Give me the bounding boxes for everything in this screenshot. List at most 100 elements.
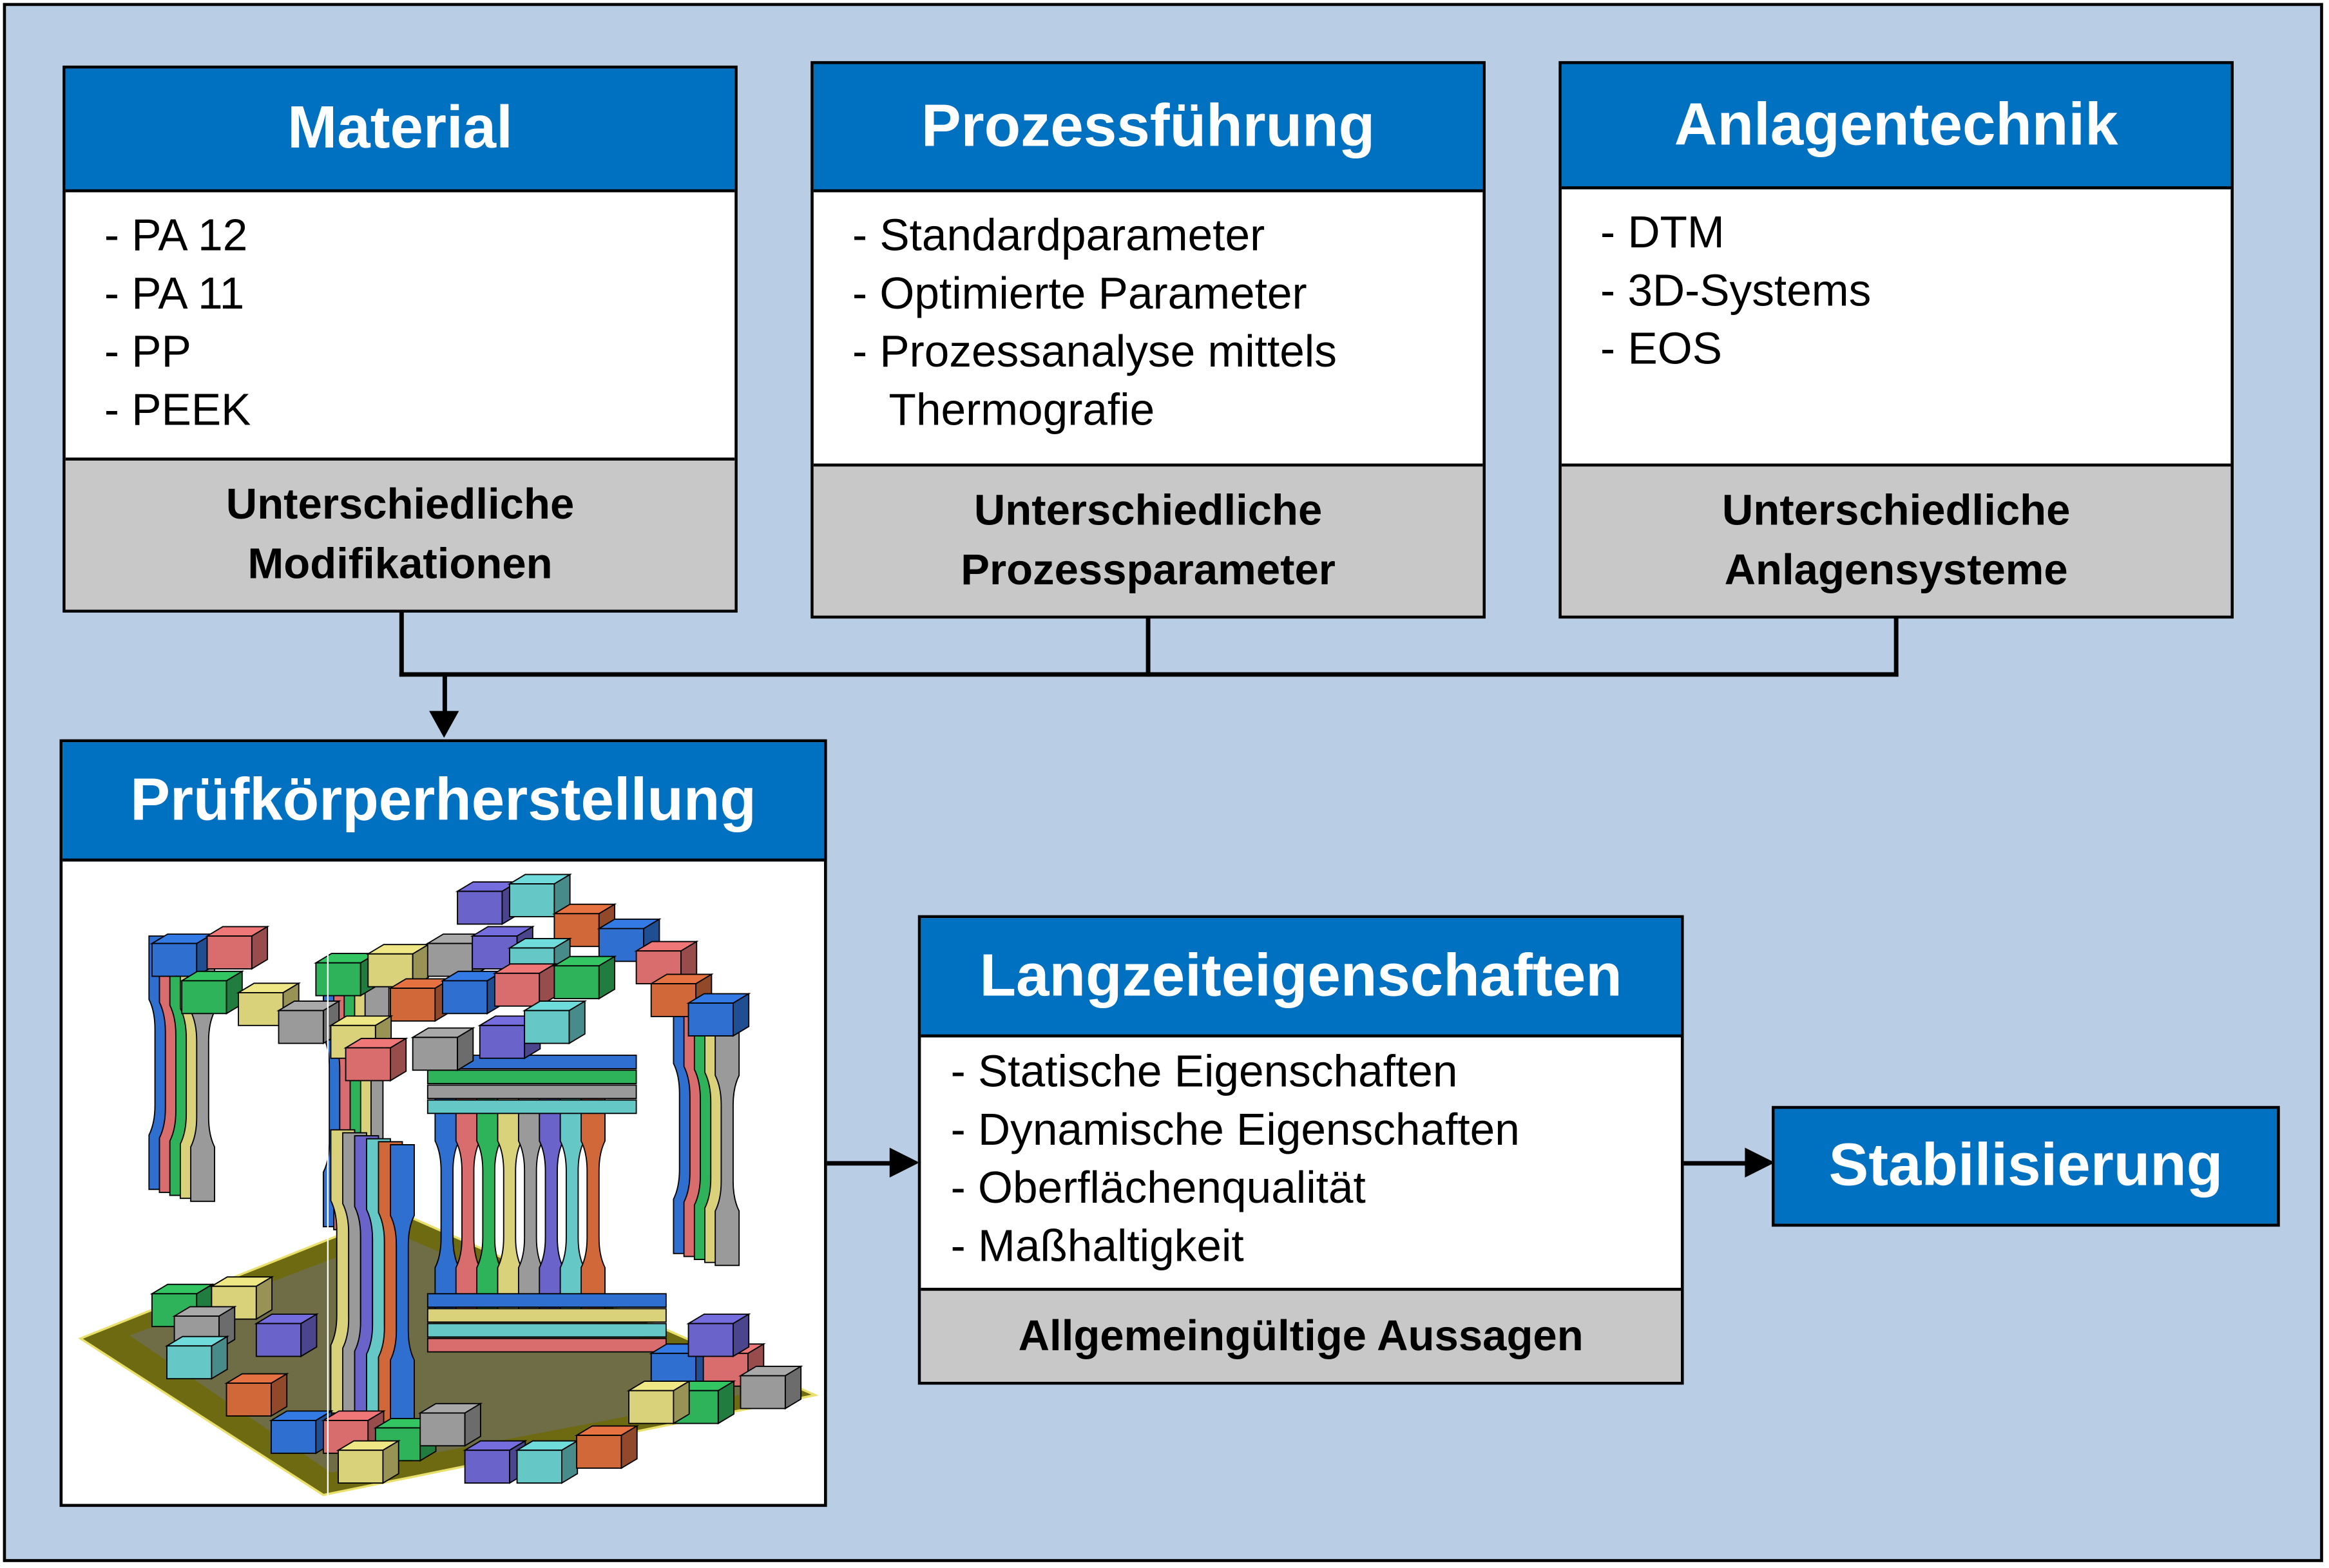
connector-line: [1893, 617, 1899, 677]
langzeit-box: Langzeiteigenschaften - Statische Eigens…: [917, 915, 1684, 1385]
list-item: - Optimierte Parameter: [852, 269, 1307, 320]
list-item: - Statische Eigenschaften: [950, 1047, 1458, 1097]
specimen-cube: [271, 1372, 288, 1417]
prozess-box: Prozessführung - Standardparameter - Opt…: [810, 61, 1486, 619]
tensile-bar-horizontal: [427, 1293, 667, 1308]
arrow-right-icon: [1745, 1147, 1775, 1178]
specimen-cube: [238, 991, 284, 1026]
specimen-cube: [442, 980, 488, 1015]
specimen-cube: [345, 1047, 391, 1082]
arrow-down-icon: [429, 711, 459, 738]
specimen-cube: [390, 1037, 407, 1082]
list-item: - EOS: [1600, 325, 1722, 374]
anlage-footer: Unterschiedliche Anlagensysteme: [1561, 463, 2231, 616]
arrow-line: [1682, 1161, 1749, 1166]
tensile-bar-horizontal: [427, 1337, 667, 1353]
list-item: - Standardparameter: [852, 211, 1265, 261]
specimen-cube: [278, 1009, 324, 1044]
footer-line: Allgemeingültige Aussagen: [1018, 1312, 1584, 1361]
connector-line: [1145, 617, 1151, 677]
stabilisierung-box: Stabilisierung: [1772, 1105, 2280, 1227]
specimen-cube: [251, 925, 269, 970]
specimen-cube: [315, 962, 361, 997]
specimen-cube: [181, 980, 227, 1015]
connector-line: [442, 672, 447, 714]
specimen-cube: [784, 1365, 802, 1410]
connector-line: [399, 611, 404, 677]
langzeit-list: - Statische Eigenschaften - Dynamische E…: [921, 1037, 1681, 1288]
specimen-cube: [255, 1323, 302, 1357]
list-item: - PEEK: [104, 386, 251, 435]
specimen-cube: [390, 988, 436, 1022]
prozess-footer: Unterschiedliche Prozessparameter: [813, 463, 1483, 616]
specimen-cube: [733, 992, 750, 1037]
list-item: Thermografie: [852, 386, 1155, 435]
specimen-cube: [300, 1313, 318, 1358]
anlage-list: - DTM - 3D-Systems - EOS: [1562, 189, 2230, 464]
tensile-bar-horizontal: [427, 1099, 637, 1114]
material-header: Material: [65, 68, 735, 193]
specimen-cube: [166, 1345, 213, 1380]
pruef-header: Prüfkörperherstellung: [62, 742, 825, 862]
connector-line: [399, 672, 1899, 677]
list-item: - Oberflächenqualität: [950, 1163, 1366, 1214]
tensile-bar-horizontal: [427, 1323, 667, 1338]
list-item: - DTM: [1600, 208, 1725, 258]
tensile-bar-horizontal: [427, 1069, 637, 1084]
specimen-cube: [412, 1037, 458, 1071]
pruef-box: Prüfkörperherstellung: [59, 739, 827, 1507]
specimen-cube: [561, 1440, 579, 1484]
specimen-cube: [457, 890, 503, 925]
specimen-cube: [733, 1313, 750, 1358]
langzeit-footer: Allgemeingültige Aussagen: [921, 1288, 1681, 1382]
specimen-cube: [673, 1380, 690, 1425]
specimen-cube: [568, 1000, 586, 1045]
anlage-header: Anlagentechnik: [1561, 64, 2231, 189]
footer-line: Prozessparameter: [961, 547, 1336, 595]
footer-line: Unterschiedliche: [1721, 487, 2071, 535]
list-item: - PA 11: [104, 269, 245, 320]
anlage-box: Anlagentechnik - DTM - 3D-Systems - EOS …: [1558, 61, 2234, 619]
langzeit-header: Langzeiteigenschaften: [921, 918, 1681, 1038]
specimen-cube: [255, 1276, 273, 1321]
specimen-cube: [509, 883, 555, 917]
arrow-right-icon: [889, 1147, 920, 1178]
specimen-cube: [464, 1402, 481, 1447]
specimen-cube: [620, 1424, 638, 1469]
specimen-cube: [516, 1449, 562, 1484]
tensile-bar: [580, 1084, 606, 1310]
tensile-bar: [714, 1011, 740, 1267]
list-item: - Maßhaltigkeit: [950, 1222, 1244, 1272]
list-item: - Dynamische Eigenschaften: [950, 1105, 1520, 1156]
build-chamber-illustration: [78, 873, 819, 1504]
specimen-cube: [271, 1420, 317, 1454]
specimen-cube: [419, 1412, 466, 1447]
specimen-cube: [338, 1449, 384, 1484]
material-footer: Unterschiedliche Modifikationen: [65, 457, 735, 610]
material-box: Material - PA 12 - PA 11 - PP - PEEK Unt…: [62, 65, 738, 613]
arrow-line: [827, 1161, 893, 1166]
list-item: - PP: [104, 328, 191, 378]
specimen-cube: [225, 1382, 272, 1417]
specimen-cube: [382, 1440, 399, 1484]
prozess-list: - Standardparameter - Optimierte Paramet…: [814, 192, 1482, 463]
footer-line: Anlagensysteme: [1724, 547, 2068, 595]
specimen-cube: [576, 1435, 622, 1469]
specimen-cube: [494, 972, 541, 1007]
footer-line: Unterschiedliche: [973, 487, 1323, 535]
footer-line: Unterschiedliche: [225, 481, 575, 530]
footer-line: Modifikationen: [247, 540, 553, 589]
list-item: - Prozessanalyse mittels: [852, 328, 1337, 378]
specimen-cube: [412, 943, 429, 988]
specimen-cube: [687, 1002, 734, 1037]
specimen-cube: [553, 965, 600, 1000]
specimen-cube: [151, 942, 198, 977]
specimen-cube: [211, 1335, 228, 1380]
tensile-bar-horizontal: [427, 1308, 667, 1323]
stabilisierung-label: Stabilisierung: [1774, 1109, 2277, 1224]
specimen-cube: [457, 1027, 474, 1071]
specimen-cube: [687, 1323, 734, 1357]
specimen-cube: [740, 1375, 786, 1410]
specimen-cube: [598, 955, 615, 1000]
